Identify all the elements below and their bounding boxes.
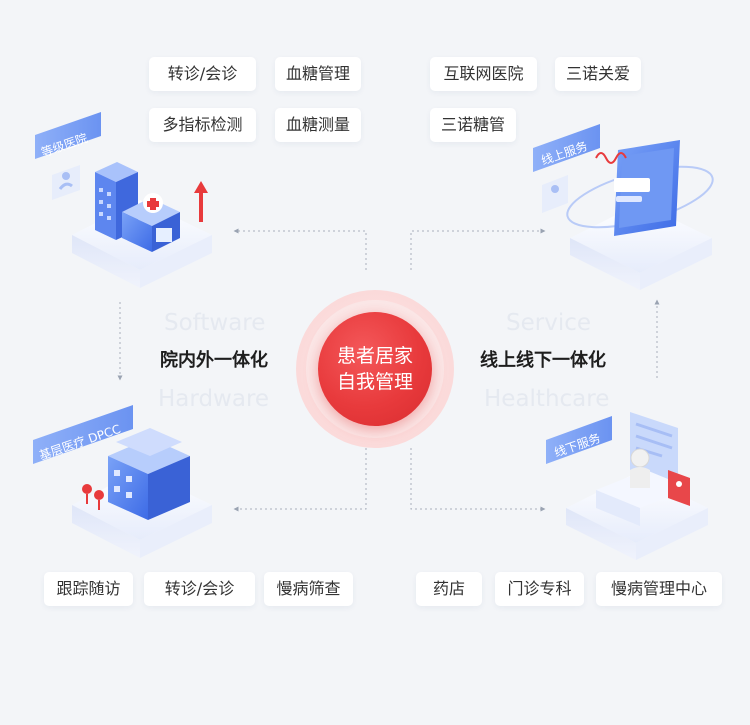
- tag-sinocare-care: 三诺关爱: [555, 57, 641, 91]
- online-badge: [533, 124, 600, 172]
- offline-badge: [546, 416, 612, 464]
- ghost-healthcare: Healthcare: [484, 386, 610, 412]
- center-node: 患者居家 自我管理: [318, 312, 432, 426]
- label-online-offline: 线上线下一体化: [480, 350, 606, 371]
- tag-internet-hospital: 互联网医院: [430, 57, 537, 91]
- tag-multi-indicator-test: 多指标检测: [149, 108, 256, 142]
- hospital-illustration: [72, 162, 212, 288]
- community-illustration: [72, 428, 212, 558]
- hospital-badge: [35, 112, 101, 200]
- connector-center-to-offline: [410, 448, 546, 512]
- tag-follow-up: 跟踪随访: [44, 572, 133, 606]
- label-in-out-hospital: 院内外一体化: [160, 350, 268, 371]
- connector-lines: [117, 228, 660, 512]
- offline-illustration: [566, 412, 708, 560]
- connector-center-to-hospital: [233, 228, 367, 270]
- tag-chronic-center: 慢病管理中心: [596, 572, 722, 606]
- community-badge: [33, 405, 133, 464]
- tag-glucose-management: 血糖管理: [275, 57, 361, 91]
- tag-outpatient: 门诊专科: [495, 572, 584, 606]
- connector-center-to-community: [233, 448, 367, 512]
- tag-referral-consult-2: 转诊/会诊: [144, 572, 255, 606]
- connector-center-to-online: [410, 228, 546, 270]
- tag-sinocare-glucose: 三诺糖管: [430, 108, 516, 142]
- ghost-hardware: Hardware: [158, 386, 270, 412]
- ghost-software: Software: [164, 310, 266, 336]
- tag-referral-consult: 转诊/会诊: [149, 57, 256, 91]
- online-illustration: [542, 140, 714, 290]
- tag-pharmacy: 药店: [416, 572, 482, 606]
- ghost-service: Service: [506, 310, 592, 336]
- center-line-2: 自我管理: [336, 371, 413, 393]
- tag-chronic-screening: 慢病筛查: [264, 572, 353, 606]
- tag-glucose-measurement: 血糖测量: [275, 108, 361, 142]
- center-line-1: 患者居家: [336, 345, 413, 367]
